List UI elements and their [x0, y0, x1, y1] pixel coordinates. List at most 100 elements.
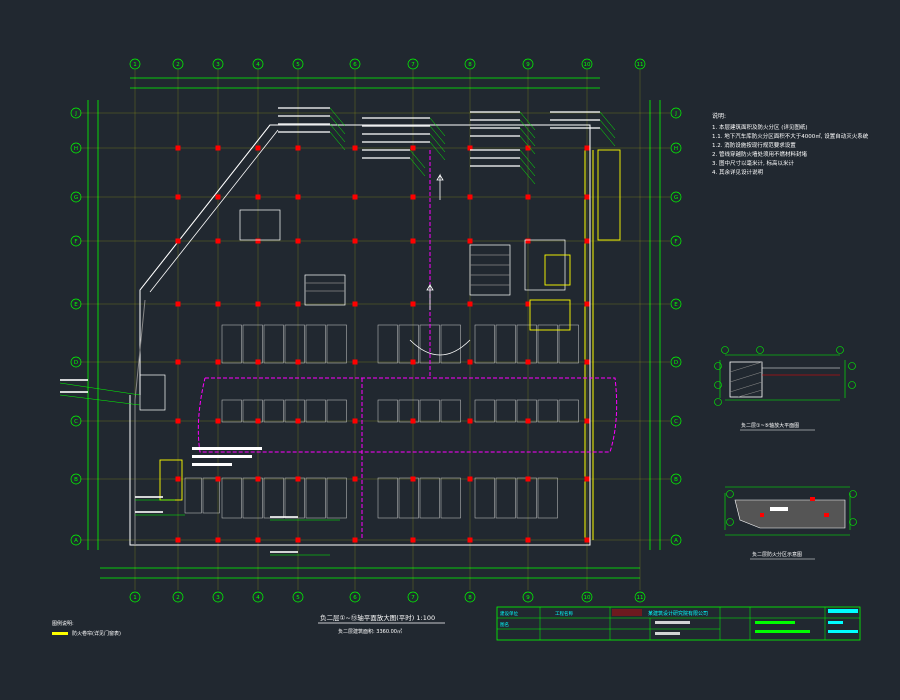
axis-number: 10	[584, 595, 591, 601]
notes-title: 说明:	[712, 113, 727, 120]
annotation-leader	[519, 111, 536, 131]
grid-lines-vertical	[134, 70, 641, 590]
column-marker	[584, 145, 590, 151]
axis-number: 9	[526, 595, 530, 601]
column-marker	[215, 418, 221, 424]
notes-line: 3. 图中尺寸以毫米计, 标高以米计	[712, 161, 794, 167]
column-marker	[467, 145, 473, 151]
parking-stalls	[184, 324, 579, 519]
axis-bubble	[129, 58, 141, 70]
column-marker	[175, 359, 181, 365]
axis-letter: H	[74, 146, 78, 152]
axis-bubble	[670, 235, 682, 247]
column-marker	[295, 194, 301, 200]
column-marker	[525, 145, 531, 151]
column-marker	[352, 194, 358, 200]
axis-bubble	[212, 591, 224, 603]
axis-bubble	[634, 591, 646, 603]
axis-bubble	[522, 591, 534, 603]
axis-letter: F	[674, 239, 677, 245]
column-marker	[584, 359, 590, 365]
axis-bubble	[464, 58, 476, 70]
fire-evacuation-route	[197, 150, 618, 540]
annotation-leader	[599, 111, 616, 131]
column-marker	[352, 145, 358, 151]
column-marker	[410, 537, 416, 543]
detail-plan-2: 负二层防火分区示意图	[724, 486, 857, 560]
detail-plan-1-title: 负二层①~⑤轴放大平面图	[741, 422, 799, 429]
parking-stall	[558, 399, 579, 423]
column-marker	[467, 476, 473, 482]
parking-stall	[326, 399, 347, 423]
parking-stall	[440, 399, 461, 423]
main-title-group: 负二层①~⑬轴平面放大图(平时) 1:100 负二层建筑面积: 3360.00㎡	[318, 613, 445, 635]
axis-bubble	[670, 473, 682, 485]
axis-bubble	[670, 191, 682, 203]
axis-letter: B	[674, 477, 678, 483]
axis-bubble	[581, 591, 593, 603]
parking-stall	[474, 477, 495, 519]
axis-letter: B	[74, 477, 78, 483]
axis-bubble	[70, 235, 82, 247]
column-marker	[467, 301, 473, 307]
detail-plan-1: 负二层①~⑤轴放大平面图	[714, 346, 856, 431]
parking-stall	[537, 477, 558, 519]
axis-bubble	[70, 142, 82, 154]
column-marker	[255, 418, 261, 424]
column-marker	[467, 537, 473, 543]
axis-number: 4	[256, 62, 260, 68]
parking-stall	[377, 477, 398, 519]
axis-number: 1	[133, 595, 137, 601]
axis-bubble	[129, 591, 141, 603]
column-marker	[410, 359, 416, 365]
axis-bubble	[252, 58, 264, 70]
diagonal-wall	[139, 124, 279, 293]
axis-letter: C	[74, 419, 78, 425]
legend-item: 防火卷帘(详见门窗表)	[52, 630, 121, 637]
parking-stall	[202, 477, 220, 514]
column-marker	[352, 301, 358, 307]
axis-bubble	[581, 58, 593, 70]
axis-bubble	[407, 58, 419, 70]
parking-stall	[242, 399, 263, 423]
axis-letter: A	[74, 538, 78, 544]
annotation-leader	[429, 133, 446, 153]
column-marker	[255, 301, 261, 307]
column-marker	[255, 476, 261, 482]
column-marker	[410, 301, 416, 307]
ramp-arrows	[409, 173, 471, 356]
column-marker	[467, 359, 473, 365]
annotation-leader	[329, 123, 346, 143]
parking-stall	[221, 477, 242, 519]
main-drawing-title: 负二层①~⑬轴平面放大图(平时) 1:100	[320, 613, 435, 622]
axis-bubble	[70, 191, 82, 203]
column-marker	[584, 238, 590, 244]
column-marker	[584, 537, 590, 543]
column-marker	[525, 238, 531, 244]
column-marker	[215, 238, 221, 244]
design-notes: 说明: 1. 本层建筑面积及防火分区 (详见图纸) 1.1. 地下汽车库防火分区…	[712, 112, 872, 178]
parking-stall	[284, 399, 305, 423]
column-marker	[352, 476, 358, 482]
axis-letter: J	[674, 111, 677, 117]
column-marker	[255, 145, 261, 151]
annotation-leader	[409, 157, 426, 177]
parking-stall	[377, 324, 398, 364]
floor-area-subtitle: 负二层建筑面积: 3360.00㎡	[338, 628, 402, 635]
parking-stall	[284, 477, 305, 519]
axis-number: 3	[216, 595, 220, 601]
axis-bubble	[172, 591, 184, 603]
axis-bubble	[70, 298, 82, 310]
annotation-text-bar	[60, 379, 88, 381]
axis-number: 7	[411, 62, 415, 68]
column-marker	[525, 476, 531, 482]
column-marker	[215, 359, 221, 365]
parking-stall	[221, 399, 242, 423]
parking-stall	[516, 324, 537, 364]
axis-letter: G	[674, 195, 678, 201]
axis-letter: J	[74, 111, 77, 117]
column-marker	[525, 301, 531, 307]
annotation-leader	[429, 125, 446, 145]
annotation-leader	[519, 119, 536, 139]
